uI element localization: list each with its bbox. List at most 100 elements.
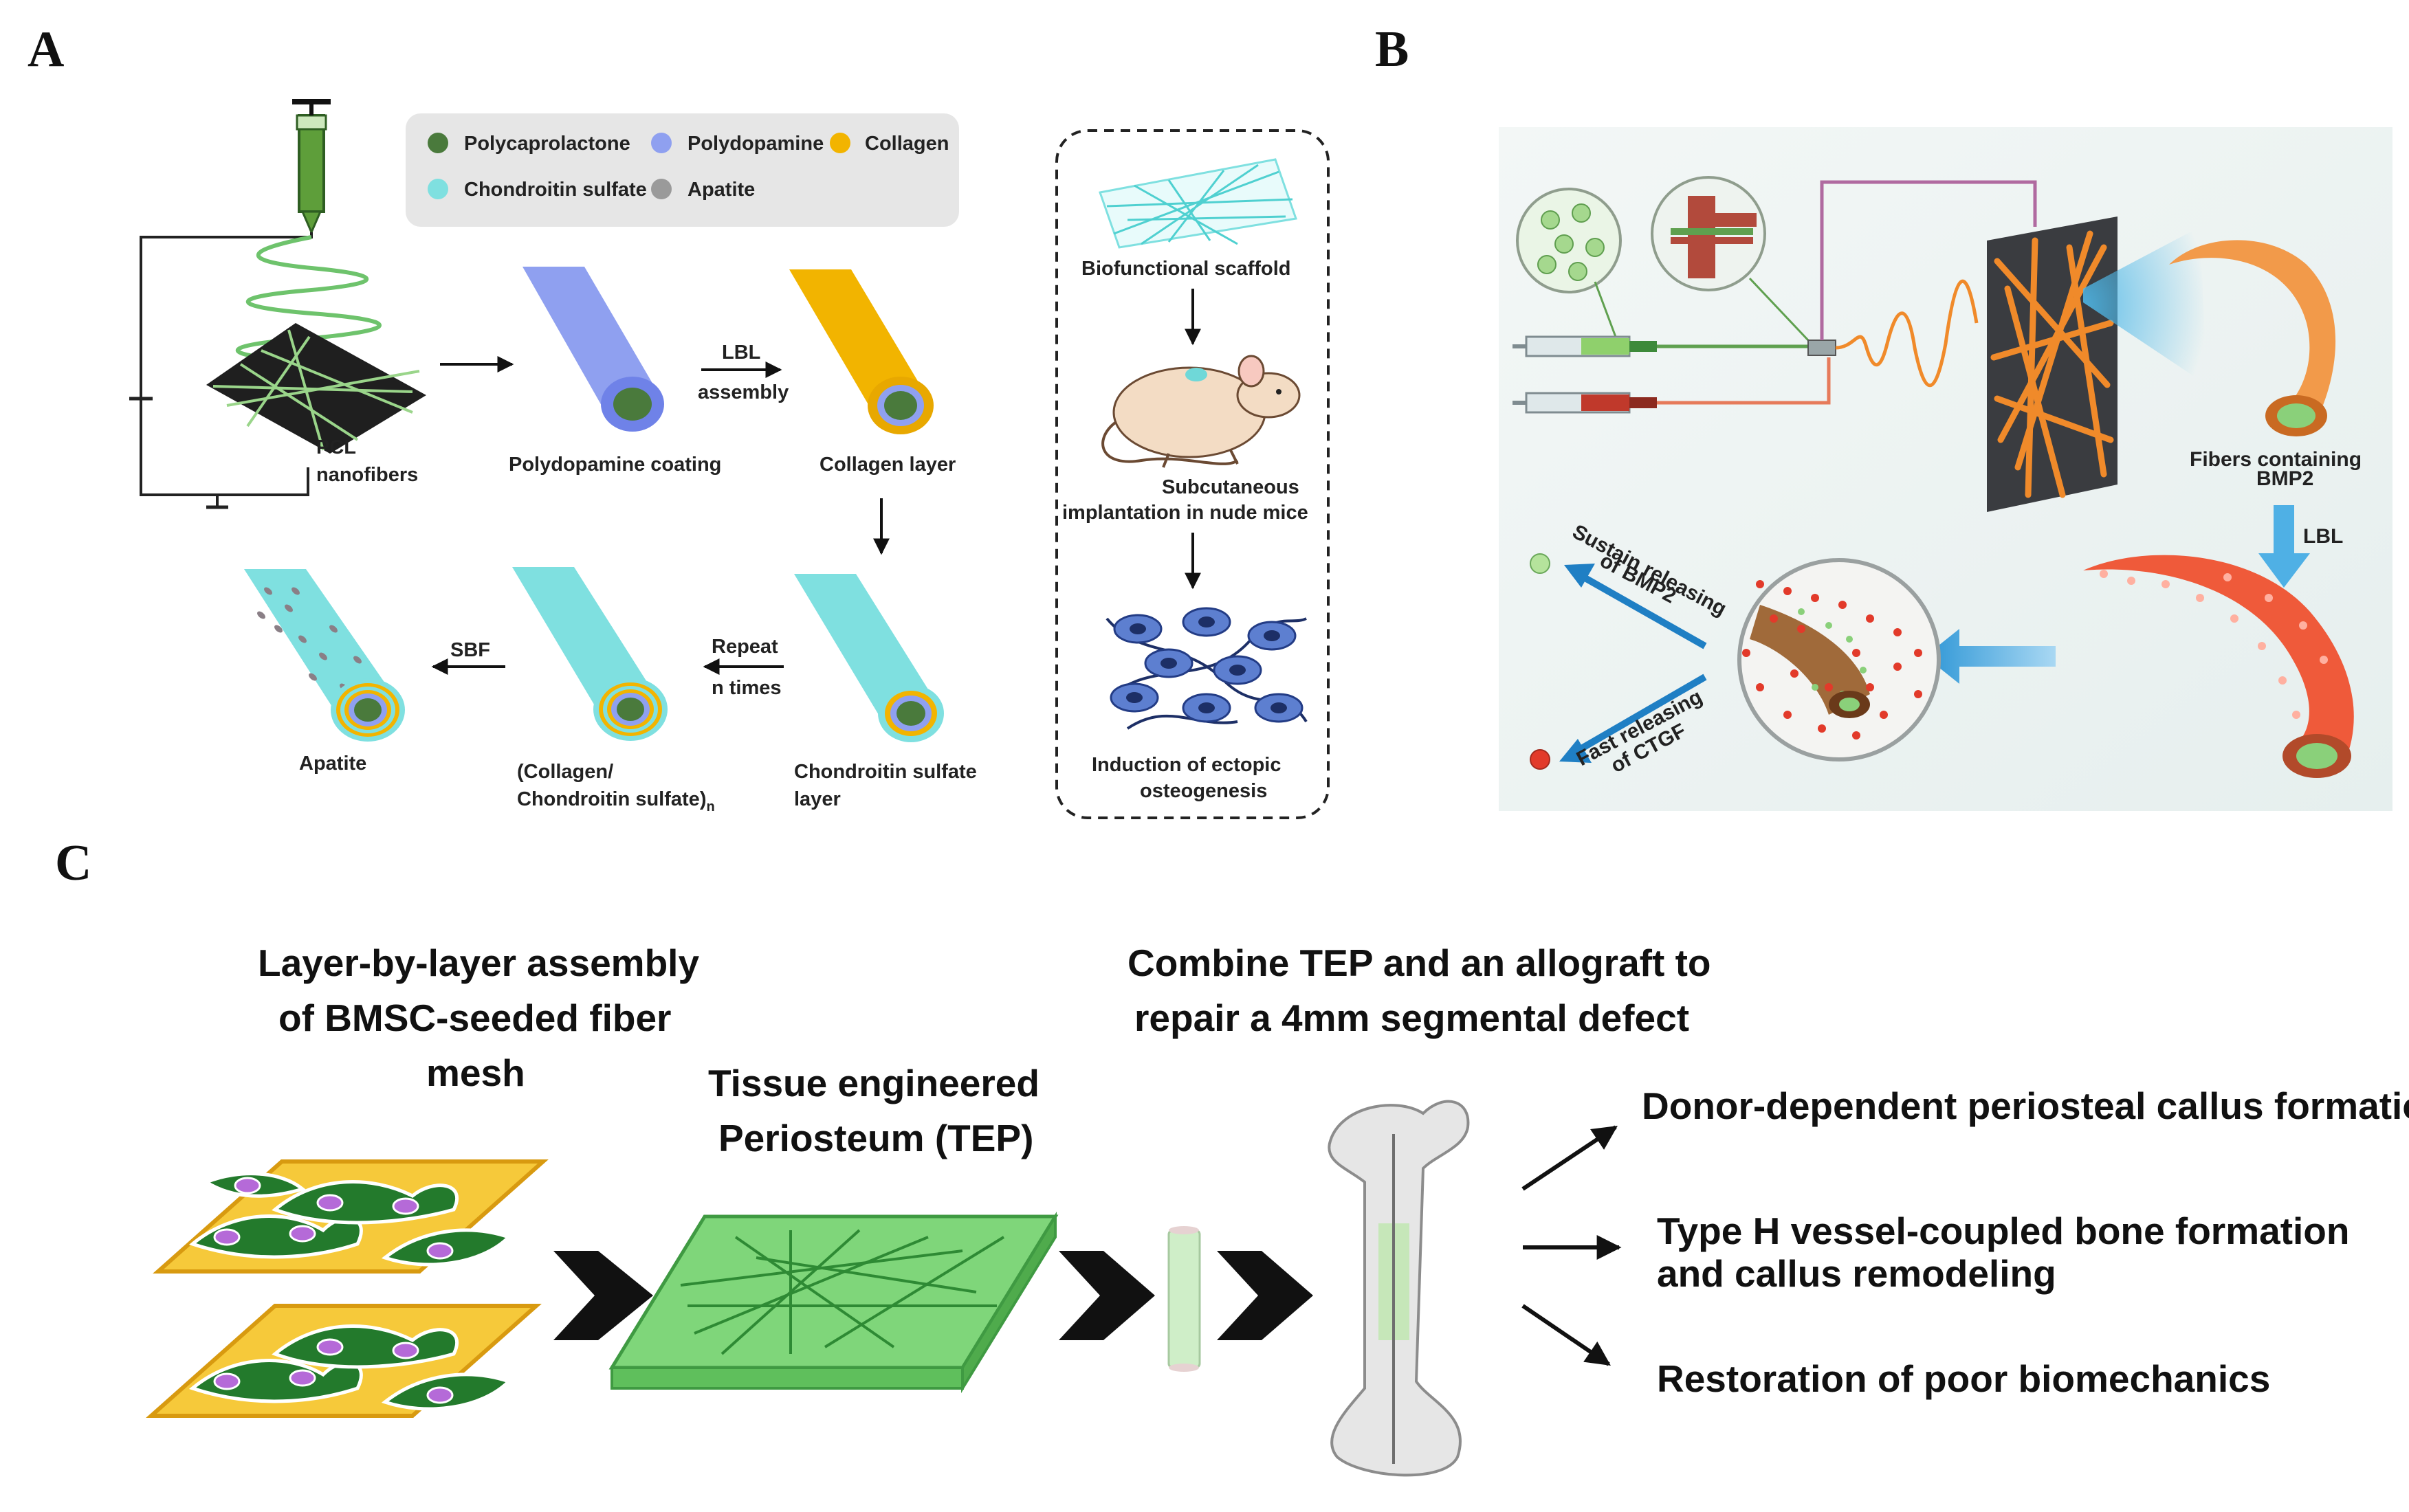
fiber-body: [512, 567, 663, 711]
mouse-icon: [1101, 355, 1301, 468]
tep-side: [961, 1211, 1057, 1394]
fiber-body: [794, 574, 942, 715]
circuit-wire: [140, 232, 313, 496]
legend-label-polydopamine: Polydopamine: [688, 133, 824, 155]
syringe-red-icon: [1512, 357, 1831, 414]
legend-label-apatite: Apatite: [688, 179, 755, 201]
label-lbl-b: LBL: [2303, 525, 2343, 548]
legend-label-collagen: Collagen: [865, 133, 949, 155]
lbl-arrow-head: [2258, 553, 2310, 588]
step1-line-1: Layer-by-layer assembly: [258, 942, 699, 984]
coated-fiber-icon: [2083, 555, 2354, 763]
step2-line-2: Periosteum (TEP): [718, 1117, 1033, 1159]
label-apatite: Apatite: [299, 753, 366, 775]
inset-pointer-1: [1594, 281, 1617, 337]
collagen-fiber: [789, 269, 934, 434]
implant-site: [1185, 368, 1207, 381]
step3-line-2: repair a 4mm segmental defect: [1134, 997, 1689, 1039]
label-repeat: Repeat: [712, 636, 778, 658]
chevron-arrow-1: [553, 1251, 653, 1340]
legend-swatch-polycaprolactone: [428, 133, 448, 153]
outcome-2-line-2: and callus remodeling: [1657, 1252, 2056, 1295]
panel-c-letter: C: [55, 835, 91, 891]
panel-a: A Polycaprolactone Polydopamine Collagen…: [28, 21, 1330, 819]
fast-arrow: [1572, 674, 1707, 756]
fiber-core: [884, 391, 917, 420]
coated-fiber-core: [2296, 743, 2338, 769]
polydopamine-fiber: [522, 267, 664, 432]
fiber-core: [354, 698, 382, 722]
label-collagen-layer: Collagen layer: [820, 454, 956, 476]
legend-label-chondroitin-sulfate: Chondroitin sulfate: [464, 179, 647, 201]
legend-swatch-collagen: [830, 133, 850, 153]
tep-fibers: [680, 1229, 1005, 1355]
legend-swatch-apatite: [651, 179, 672, 199]
fiber-bmp2-icon: [2169, 240, 2336, 433]
electrospinning-setup: [129, 99, 426, 509]
cells: [188, 1172, 512, 1411]
label-implantation: implantation in nude mice: [1062, 502, 1308, 524]
label-sbf: SBF: [450, 639, 490, 661]
label-osteogenesis: osteogenesis: [1140, 780, 1267, 802]
fiber-cross-core: [1839, 698, 1860, 711]
fiber-core: [617, 698, 644, 721]
panel-b-letter: B: [1375, 21, 1409, 78]
chondroitin-sulfate-fiber: [794, 574, 944, 742]
high-voltage-wire: [1820, 180, 2037, 340]
step1-line-3: mesh: [426, 1052, 525, 1094]
droplets: [1537, 203, 1605, 281]
fiber-core: [613, 388, 652, 421]
fiber-jet-whip: [1835, 279, 1979, 388]
label-subcutaneous: Subcutaneous: [1162, 476, 1299, 498]
legend-swatch-chondroitin-sulfate: [428, 179, 448, 199]
label-polydopamine-coating: Polydopamine coating: [509, 454, 721, 476]
in-vivo-box: [1055, 129, 1330, 819]
syringe-needle: [300, 210, 322, 235]
panel-a-letter: A: [28, 21, 64, 78]
label-cs-layer-2: layer: [794, 788, 841, 810]
outcome-arrow-3: [1521, 1304, 1611, 1366]
lbl-arrow-shaft: [2274, 505, 2294, 553]
fiber-body: [789, 269, 932, 407]
label-biofunctional-scaffold: Biofunctional scaffold: [1081, 258, 1291, 280]
step3-line-1: Combine TEP and an allograft to: [1128, 942, 1711, 984]
legend-label-polycaprolactone: Polycaprolactone: [464, 133, 630, 155]
ctgf-molecule-icon: [1530, 749, 1550, 770]
fiber-segment: [1750, 605, 1870, 715]
cell-nuclei: [213, 1177, 454, 1404]
chevron-arrow-3: [1217, 1251, 1313, 1340]
outcome-1: Donor-dependent periosteal callus format…: [1642, 1085, 2409, 1127]
fiber-jet-spiral: [235, 235, 382, 364]
fiber-body: [522, 267, 663, 405]
outcome-arrow-1: [1521, 1125, 1618, 1191]
tep-sheet: [608, 1211, 1059, 1394]
scaffold-mesh-icon: [1099, 158, 1298, 249]
multilayer-fiber: [512, 567, 668, 741]
rolled-tep-icon: [1167, 1226, 1201, 1372]
collector-fibers: [212, 329, 420, 451]
bmp2-molecule-icon: [1530, 553, 1550, 574]
zoom-beam: [2083, 227, 2207, 385]
sustain-arrow: [1576, 570, 1707, 649]
fiber-core: [896, 701, 925, 726]
syringe-green-icon: [1512, 335, 1815, 357]
apatite-fiber: [244, 569, 405, 742]
outcome-2-line-1: Type H vessel-coupled bone formation: [1657, 1210, 2349, 1252]
spinneret: [1807, 340, 1836, 356]
tep-front: [610, 1366, 964, 1390]
ctgf-particles: [1742, 580, 1922, 740]
orange-fibers: [1990, 230, 2114, 498]
label-multilayer-2: Chondroitin sulfate)n: [517, 788, 715, 814]
fiber-core-bmp2: [2277, 403, 2316, 428]
step2-line-1: Tissue engineered: [708, 1062, 1040, 1104]
label-induction: Induction of ectopic: [1092, 754, 1282, 776]
legend-swatch-polydopamine: [651, 133, 672, 153]
coated-fiber-dots: [2100, 570, 2328, 719]
step1-line-2: of BMSC-seeded fiber: [278, 997, 671, 1039]
sustain-arrow-head: [1564, 564, 1595, 588]
label-fibers-containing: Fibers containing: [2190, 448, 2362, 471]
inset-pointer-2: [1748, 277, 1810, 342]
label-bmp2: BMP2: [2256, 467, 2313, 490]
outcome-3: Restoration of poor biomechanics: [1657, 1357, 2270, 1400]
